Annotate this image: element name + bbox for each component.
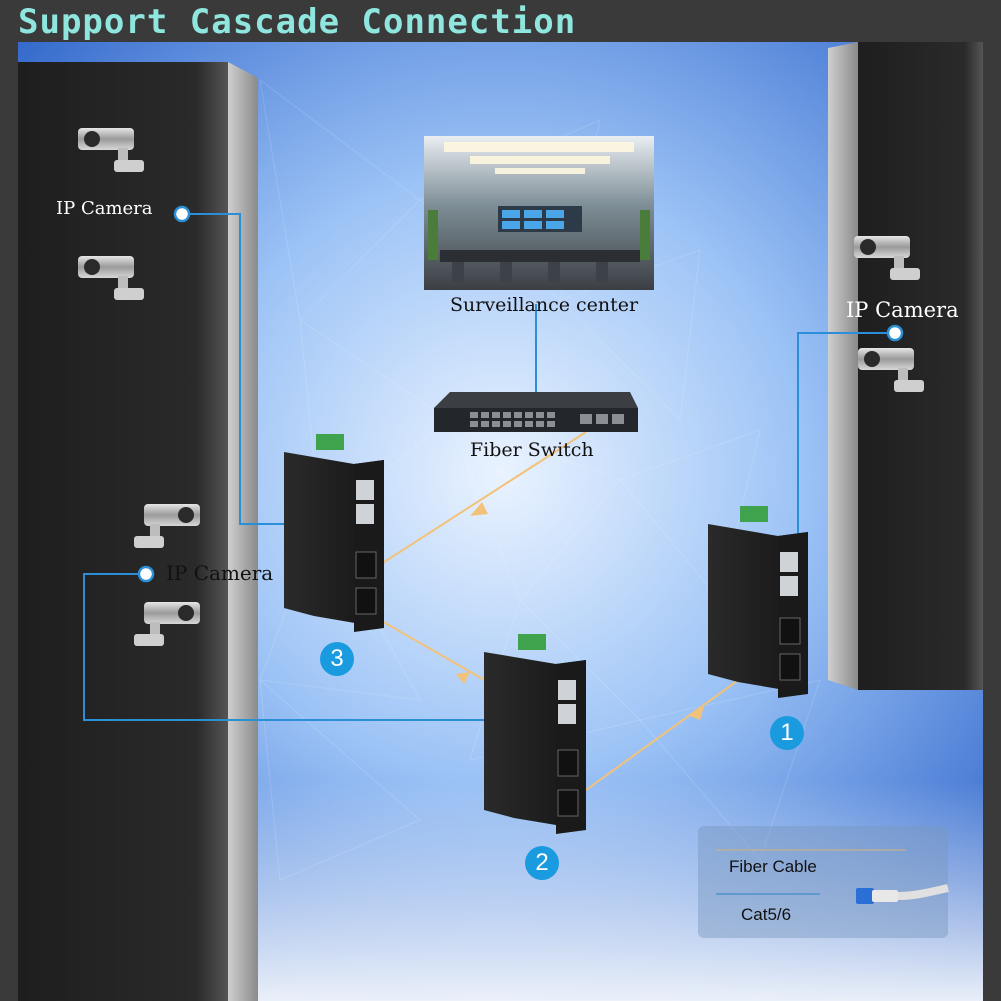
fiber-switch-label: Fiber Switch xyxy=(470,439,594,461)
monitor-wall-icon xyxy=(424,136,654,290)
ip-camera-icon xyxy=(854,236,920,280)
media-converter-icon xyxy=(708,506,808,698)
fiber-switch-icon xyxy=(434,392,638,432)
right-pillar xyxy=(828,42,983,690)
surveillance-center-label: Surveillance center xyxy=(450,294,639,316)
cat-cable-right xyxy=(797,332,895,540)
fiber-cable-3-to-switch xyxy=(377,431,587,567)
ip-camera-icon xyxy=(134,602,200,646)
fiber-arrows xyxy=(456,502,704,720)
page-title: Support Cascade Connection xyxy=(18,2,577,42)
converter-2-badge: 2 xyxy=(525,846,559,880)
converter-1-badge: 1 xyxy=(770,716,804,750)
legend-cat: Cat5/6 xyxy=(741,905,792,924)
ip-camera-label-left-top: IP Camera xyxy=(56,198,153,219)
ip-camera-label-right: IP Camera xyxy=(846,298,959,322)
ip-camera-icon xyxy=(134,504,200,548)
ip-camera-label-left-bottom: IP Camera xyxy=(166,561,274,585)
media-converter-icon xyxy=(284,434,384,632)
converter-3-badge: 3 xyxy=(320,642,354,676)
ip-camera-icon xyxy=(858,348,924,392)
ip-camera-icon xyxy=(78,128,144,172)
legend-panel xyxy=(698,826,948,938)
ethernet-plug-icon xyxy=(856,884,949,904)
ip-camera-icon xyxy=(78,256,144,300)
left-pillar xyxy=(18,62,258,1001)
cable-endpoints xyxy=(137,205,904,583)
media-converter-icon xyxy=(484,634,586,834)
legend-fiber-cable: Fiber Cable xyxy=(729,857,817,876)
cat-cable-left-bottom xyxy=(83,573,552,721)
